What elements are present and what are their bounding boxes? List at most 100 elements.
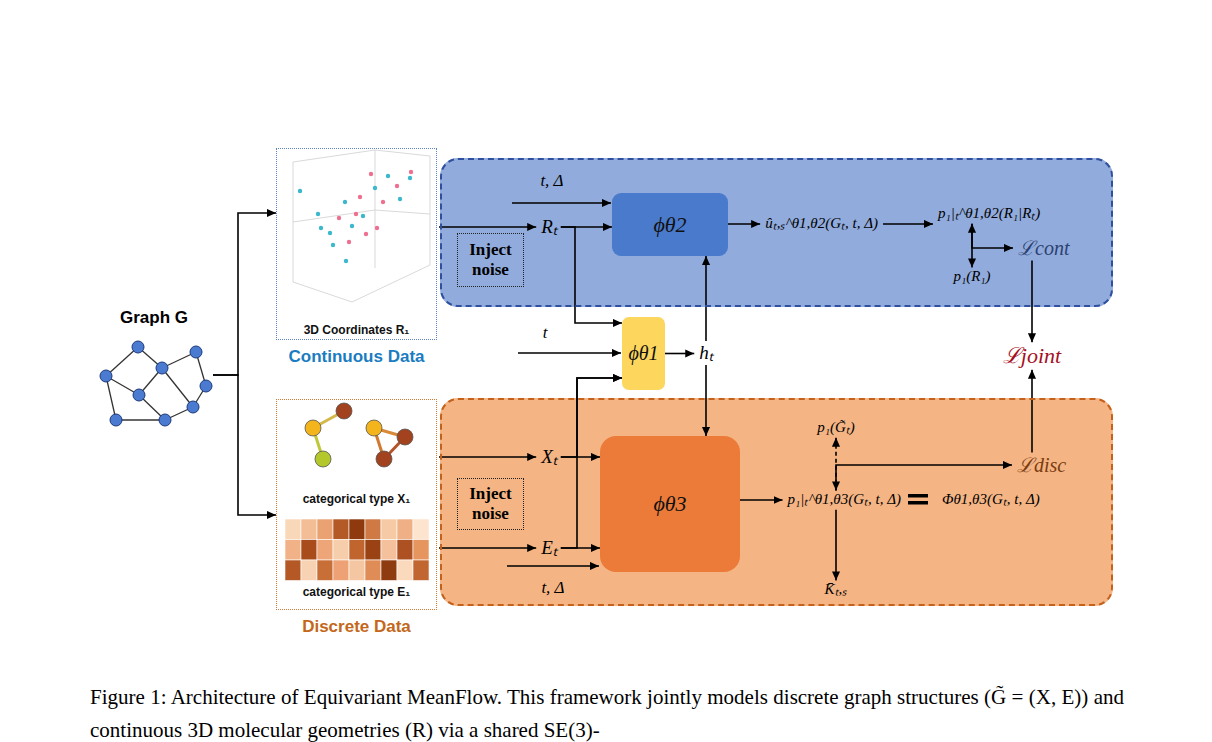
flow-arrow <box>439 547 536 549</box>
data-point <box>398 197 402 201</box>
data-point <box>375 226 379 230</box>
input-graph: Graph G <box>95 302 213 430</box>
heat-cell <box>317 560 333 581</box>
node-text: p₁(G̃ₜ) <box>817 419 855 435</box>
equal-bar <box>908 501 928 505</box>
node-text: hₜ <box>699 342 713 363</box>
input-label: t <box>543 323 548 343</box>
data-heading: Continuous Data <box>257 347 456 367</box>
data-point <box>316 212 320 216</box>
flow-arrow <box>439 456 536 458</box>
loss-term: ℒjoint <box>1001 343 1063 368</box>
scatter-plot <box>293 150 430 302</box>
plot-axis <box>293 162 430 302</box>
graph-label: Graph G <box>95 308 213 328</box>
graph-vertex <box>132 341 144 353</box>
node-text: ϕθ1 <box>628 342 658 365</box>
data-box: categorical type X₁categorical type E₁Di… <box>276 399 437 610</box>
heat-cell <box>365 519 381 540</box>
variable-label: hₜ <box>697 342 715 364</box>
data-point <box>344 259 348 263</box>
figure-caption: Figure 1: Architecture of Equivariant Me… <box>90 681 1124 742</box>
graph-edge <box>116 419 165 420</box>
data-point <box>408 176 412 180</box>
network-block: ϕθ3 <box>600 436 740 572</box>
node-text: ûₜ,ₛ^θ1,θ2(Gₜ, t, Δ) <box>765 215 878 231</box>
heat-cell <box>397 560 413 581</box>
atom-dot <box>397 429 413 445</box>
equal-bar <box>908 494 928 498</box>
graph-edge <box>162 368 193 407</box>
heat-cell <box>381 560 397 581</box>
heat-cell <box>285 519 301 540</box>
heat-cell <box>381 519 397 540</box>
panel-fill <box>440 398 1113 606</box>
atom-dot <box>315 451 331 467</box>
distribution-term: Φθ1,θ3(Gₜ, t, Δ) <box>940 491 1042 508</box>
flow-arrow <box>705 365 707 436</box>
flow-arrow <box>835 510 837 581</box>
data-point <box>350 224 354 228</box>
graph-vertex <box>156 362 168 374</box>
grid-line <box>375 150 376 268</box>
input-label: t, Δ <box>540 171 563 191</box>
data-point <box>343 200 347 204</box>
flow-arrow <box>213 213 276 375</box>
graph-edge <box>106 376 116 420</box>
heat-cell <box>349 540 365 561</box>
flow-arrow <box>836 465 1012 490</box>
node-text: Inject noise <box>460 240 521 279</box>
flow-arrow <box>1031 261 1033 343</box>
panel-fill <box>440 158 1113 307</box>
data-point <box>369 172 373 176</box>
heat-cell <box>397 519 413 540</box>
heat-cell <box>349 560 365 581</box>
flow-arrow <box>439 226 536 228</box>
atom-dot <box>336 403 352 419</box>
variable-label: Eₜ <box>539 537 559 559</box>
node-text: ϕθ2 <box>653 212 686 238</box>
node-text: Φθ1,θ3(Gₜ, t, Δ) <box>942 491 1040 507</box>
heat-cell <box>413 560 429 581</box>
heat-cell <box>301 560 317 581</box>
node-text: ℒcont <box>1018 237 1069 259</box>
noise-step: Inject noise <box>457 478 524 530</box>
data-point <box>361 214 365 218</box>
data-point <box>328 231 332 235</box>
node-text: Inject noise <box>460 484 521 523</box>
heat-cell <box>365 540 381 561</box>
network-block: ϕθ1 <box>622 317 665 390</box>
variable-label: Rₜ <box>539 216 559 238</box>
connectors <box>213 213 1032 580</box>
data-point <box>319 226 323 230</box>
data-point <box>373 186 377 190</box>
data-point <box>381 200 385 204</box>
input-arrow <box>512 202 611 204</box>
plot-axis <box>293 150 430 265</box>
flow-arrow <box>883 223 933 225</box>
node-text: Eₜ <box>541 537 557 558</box>
input-arrow <box>518 352 621 354</box>
node-text: p₁(R₁) <box>953 268 990 284</box>
heat-cell <box>317 519 333 540</box>
graph-vertex <box>200 380 212 392</box>
data-heading: Discrete Data <box>257 617 456 637</box>
flow-arrow <box>972 224 1013 248</box>
node-text: ϕθ3 <box>653 491 686 517</box>
flow-arrow <box>728 223 760 225</box>
heat-cell <box>285 560 301 581</box>
loss-term: ℒcont <box>1016 237 1071 260</box>
graph-vertex <box>100 370 112 382</box>
atom-dot <box>305 420 321 436</box>
velocity-term: ûₜ,ₛ^θ1,θ2(Gₜ, t, Δ) <box>763 215 880 232</box>
grid-line <box>293 210 430 222</box>
heat-cell <box>317 540 333 561</box>
edge-type-heatmap <box>285 519 429 581</box>
heat-cell <box>285 540 301 561</box>
data-box: 3D Coordinates R₁Continuous Data <box>276 148 437 340</box>
heat-cell <box>413 540 429 561</box>
